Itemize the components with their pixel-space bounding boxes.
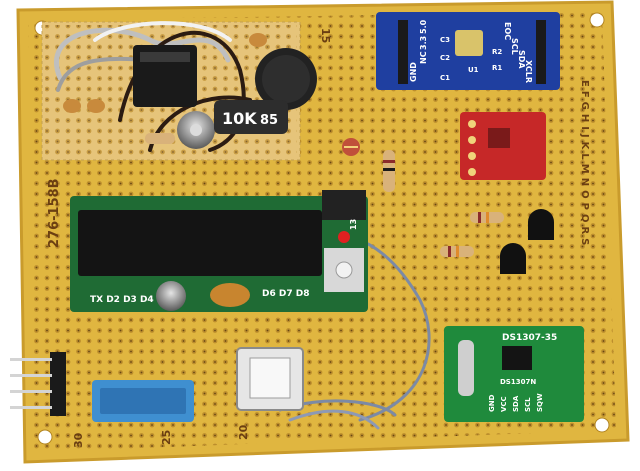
mount-hole-bl — [37, 429, 53, 445]
microcontroller-board — [70, 190, 368, 312]
potentiometer-label: 10K — [222, 109, 257, 128]
board-col-30: 30 — [72, 432, 85, 448]
board-row-letters: EFGHIJKLMNOPQRS — [579, 80, 590, 249]
blue-part-r2: R2 — [492, 48, 502, 56]
mcu-pins-right: D6 D7 D8 — [262, 289, 309, 299]
board-col-20: 20 — [237, 424, 250, 440]
blue-part-u1: U1 — [468, 66, 479, 74]
potentiometer: 10K 85 — [214, 100, 288, 134]
rtc-pin-vcc: VCC — [500, 396, 508, 412]
blue-sensor-module — [376, 12, 560, 90]
potentiometer-code: 85 — [260, 113, 278, 128]
blue-module-right-pins: XCLR SDA SCL EOC — [503, 22, 533, 83]
red-breakout-module — [460, 112, 546, 180]
blue-pin-sda: SDA — [517, 50, 526, 69]
board-col-25: 25 — [160, 430, 173, 445]
blue-pin-3v3: 3.3 — [419, 36, 428, 50]
board-part-number: 276-158B — [47, 178, 62, 248]
blue-part-c3: C3 — [440, 36, 450, 44]
blue-module-parts: C1 C2 C3 U1 R1 R2 — [440, 36, 502, 82]
rtc-chip: DS1307N — [500, 378, 536, 386]
pin-header — [10, 352, 66, 416]
mcu-pins-bottom: TX D2 D3 D4 — [90, 295, 154, 305]
rtc-module — [444, 326, 584, 422]
blue-pin-5v: 5.0 — [419, 19, 428, 34]
resistors — [145, 133, 504, 257]
rtc-pin-scl: SCL — [524, 397, 532, 412]
blue-pin-xclr: XCLR — [524, 60, 533, 83]
board-col-15: 15 — [319, 28, 332, 43]
rtc-pins: GND VCC SDA SCL SQW — [488, 393, 544, 412]
blue-pin-scl: SCL — [510, 38, 519, 55]
blue-module-left-pins: GND NC 3.3 5.0 — [409, 19, 428, 82]
op-amp-ic — [133, 45, 197, 107]
microphone — [255, 48, 317, 110]
rtc-pin-sqw: SQW — [536, 393, 544, 412]
electrolytic-capacitor-top — [177, 111, 215, 149]
ceramic-capacitors — [63, 33, 267, 113]
rtc-pin-sda: SDA — [512, 395, 520, 412]
blue-pin-gnd: GND — [409, 62, 418, 82]
blue-part-c2: C2 — [440, 54, 450, 62]
rtc-pin-gnd: GND — [488, 394, 496, 412]
transistors — [500, 209, 554, 274]
ic-socket — [236, 347, 304, 411]
humidity-sensor — [92, 380, 194, 422]
photoresistor — [342, 138, 360, 156]
blue-pin-nc: NC — [419, 51, 428, 64]
mcu-pin-13: 13 — [349, 219, 358, 230]
blue-part-r1: R1 — [492, 64, 502, 72]
blue-pin-eoc: EOC — [503, 22, 512, 40]
blue-part-c1: C1 — [440, 74, 450, 82]
mount-hole-tr — [589, 12, 605, 28]
mount-hole-br — [594, 417, 610, 433]
rtc-title: DS1307-35 — [502, 333, 557, 343]
